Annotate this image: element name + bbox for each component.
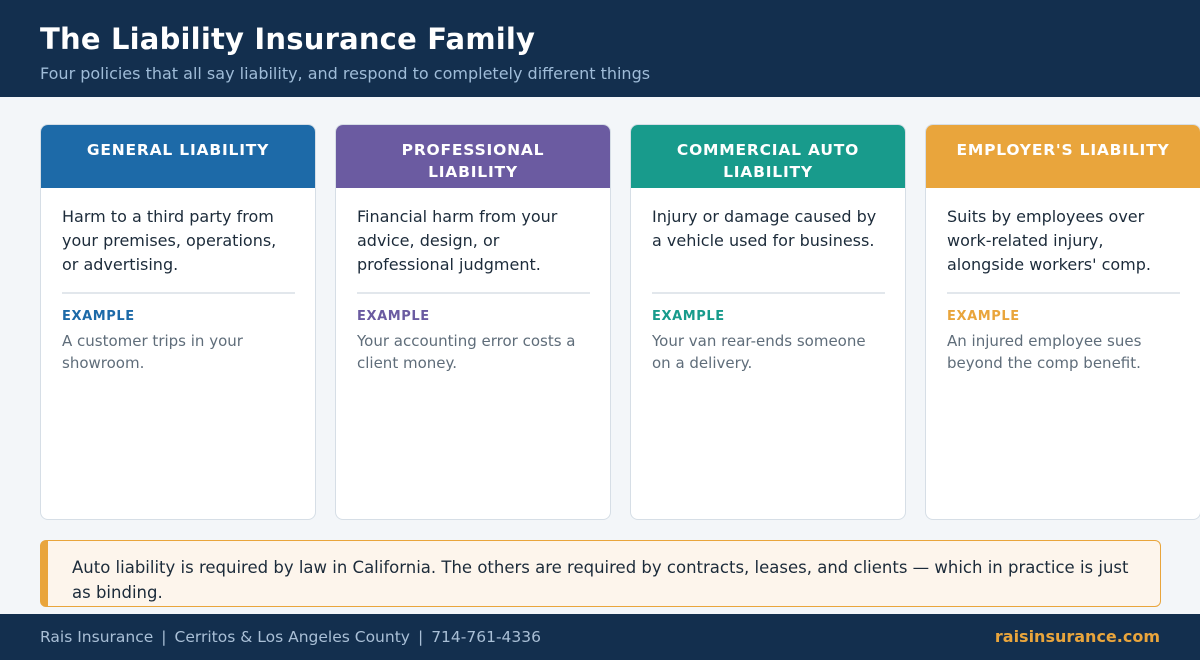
- card-header: PROFESSIONAL LIABILITY: [336, 125, 610, 188]
- card-header: EMPLOYER'S LIABILITY: [926, 125, 1200, 188]
- page-subtitle: Four policies that all say liability, an…: [40, 64, 651, 83]
- card-description: Financial harm from your advice, design,…: [357, 207, 558, 274]
- divider: [652, 292, 885, 294]
- card-title: COMMERCIAL AUTO LIABILITY: [676, 141, 860, 181]
- card-professional-liability: PROFESSIONAL LIABILITY Financial harm fr…: [335, 124, 611, 520]
- phone-number[interactable]: 714-761-4336: [431, 628, 541, 646]
- location: Cerritos & Los Angeles County: [174, 628, 410, 646]
- divider: [947, 292, 1180, 294]
- company-name: Rais Insurance: [40, 628, 154, 646]
- separator: |: [161, 628, 167, 646]
- card-title: EMPLOYER'S LIABILITY: [956, 141, 1170, 159]
- card-general-liability: GENERAL LIABILITY Harm to a third party …: [40, 124, 316, 520]
- card-header: COMMERCIAL AUTO LIABILITY: [631, 125, 905, 188]
- separator: |: [417, 628, 424, 646]
- example-label: EXAMPLE: [652, 309, 725, 324]
- website-link[interactable]: raisinsurance.com: [994, 627, 1160, 646]
- footer-contact: Rais Insurance | Cerritos & Los Angeles Co…: [40, 628, 541, 646]
- card-title: GENERAL LIABILITY: [86, 141, 270, 159]
- example-text: A customer trips in your showroom.: [62, 332, 243, 372]
- page-title: The Liability Insurance Family: [40, 22, 536, 56]
- card-header: GENERAL LIABILITY: [41, 125, 315, 188]
- example-text: Your van rear-ends someone on a delivery…: [652, 332, 866, 372]
- header: The Liability Insurance Family Four poli…: [0, 0, 1200, 97]
- callout-note: Auto liability is required by law in Cal…: [40, 540, 1161, 607]
- example-text: An injured employee sues beyond the comp…: [947, 332, 1142, 372]
- card-description: Harm to a third party from your premises…: [62, 207, 277, 274]
- divider: [357, 292, 590, 294]
- divider: [62, 292, 295, 294]
- card-commercial-auto-liability: COMMERCIAL AUTO LIABILITY Injury or dama…: [630, 124, 906, 520]
- example-label: EXAMPLE: [62, 309, 135, 324]
- callout-text: Auto liability is required by law in Cal…: [72, 558, 1129, 602]
- example-label: EXAMPLE: [357, 309, 430, 324]
- card-employers-liability: EMPLOYER'S LIABILITY Suits by employees …: [925, 124, 1200, 520]
- example-text: Your accounting error costs a client mon…: [357, 332, 576, 372]
- example-label: EXAMPLE: [947, 309, 1020, 324]
- card-description: Suits by employees over work-related inj…: [947, 207, 1152, 274]
- footer: Rais Insurance | Cerritos & Los Angeles Co…: [0, 614, 1200, 660]
- card-title: PROFESSIONAL LIABILITY: [401, 141, 545, 181]
- card-description: Injury or damage caused by a vehicle use…: [652, 207, 877, 250]
